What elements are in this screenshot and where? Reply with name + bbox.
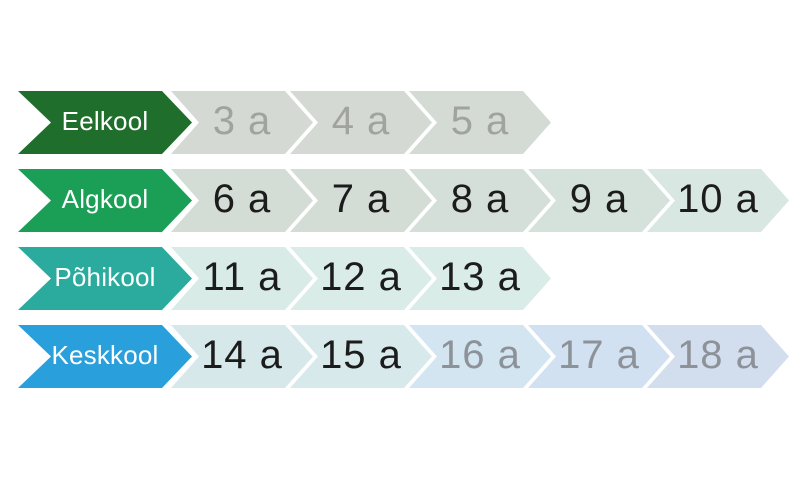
age-segment-3a: 3 a bbox=[171, 91, 313, 154]
stage-label-keskkool: Keskkool bbox=[18, 325, 192, 388]
age-segment-6a: 6 a bbox=[171, 169, 313, 232]
stage-row-pohikool: Põhikool 11 a 12 a 13 a bbox=[0, 247, 800, 310]
stage-row-eelkool: Eelkool 3 a 4 a 5 a bbox=[0, 91, 800, 154]
age-segment-8a: 8 a bbox=[409, 169, 551, 232]
age-segment-11a: 11 a bbox=[171, 247, 313, 310]
stage-label-pohikool: Põhikool bbox=[18, 247, 192, 310]
age-segment-13a: 13 a bbox=[409, 247, 551, 310]
age-segment-14a: 14 a bbox=[171, 325, 313, 388]
stage-label-eelkool: Eelkool bbox=[18, 91, 192, 154]
stage-row-keskkool: Keskkool 14 a 15 a 16 a 17 a 18 a bbox=[0, 325, 800, 388]
stage-row-algkool: Algkool 6 a 7 a 8 a 9 a 10 a bbox=[0, 169, 800, 232]
stage-label-algkool: Algkool bbox=[18, 169, 192, 232]
